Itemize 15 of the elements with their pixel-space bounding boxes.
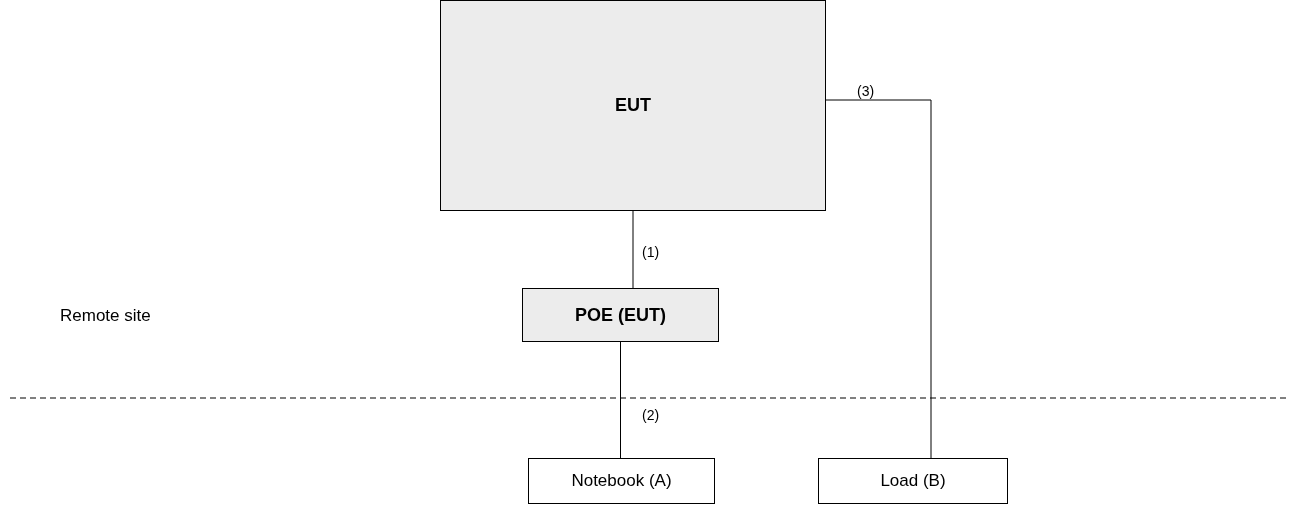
edge-label: (3) [857, 83, 875, 99]
device-box [818, 458, 1008, 504]
box-label: EUT [615, 95, 651, 116]
device-box [528, 458, 715, 504]
connector-line [632, 210, 634, 289]
connector-line [825, 99, 932, 459]
device-box [522, 288, 719, 342]
edge-label: (2) [642, 407, 660, 423]
box-label: POE (EUT) [575, 304, 666, 326]
device-box [440, 0, 826, 211]
box-label: Load (B) [880, 471, 946, 491]
box-label: Notebook (A) [571, 471, 672, 491]
site-label: Remote site [60, 306, 151, 326]
connector-line [620, 341, 621, 459]
edge-label: (1) [642, 244, 660, 260]
